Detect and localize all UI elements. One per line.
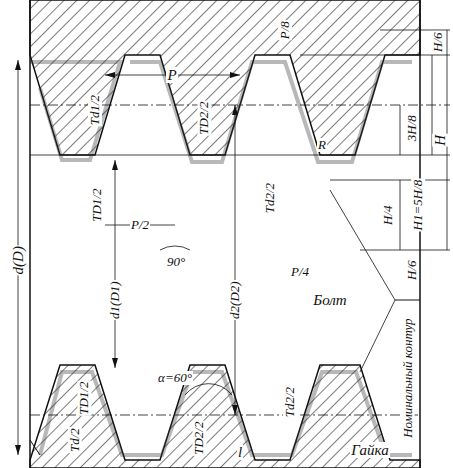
dimension-label: H1=5H/8 (411, 179, 425, 232)
tolerance-zone (130, 62, 412, 162)
dimension-label: P/8 (278, 20, 292, 40)
dimension-label: R (317, 138, 327, 152)
dimension-label: α=60° (157, 371, 193, 385)
nut-section-bottom (30, 365, 420, 468)
dimension-label: Td2/2 (283, 386, 297, 418)
dimension-label: Гайка (350, 442, 389, 459)
dimension-label: Td1/2 (88, 94, 102, 126)
dimension-label: 90° (166, 255, 186, 269)
dimension-label: P/4 (290, 265, 310, 279)
dimension-label: TD1/2 (91, 187, 105, 222)
dimension-label: 3H/8 (405, 114, 419, 142)
dimension-label: Td/2 (68, 427, 82, 453)
dimension-label: P/2 (130, 218, 150, 232)
dimension-label: H (432, 134, 449, 147)
dimension-label: H/6 (405, 259, 419, 281)
dimension-label: Td2/2 (263, 182, 277, 214)
dimension-label: Номинальный контур (401, 317, 415, 438)
dimension-label: H/4 (381, 204, 395, 226)
dimension-label: TD2/2 (198, 100, 212, 135)
dimension-label: d(D) (10, 245, 27, 275)
tolerance-zone (30, 62, 120, 160)
dimension-label: l (237, 444, 243, 461)
dimension-label: H/6 (431, 31, 445, 53)
dimension-label: TD1/2 (78, 380, 92, 415)
dimension-label: P (166, 67, 177, 84)
dimension-label: d2(D2) (228, 280, 242, 320)
dimension-label: Болт (312, 292, 347, 309)
dimension-label: TD2/2 (193, 420, 207, 455)
dimension-label: d1(D1) (108, 280, 122, 320)
